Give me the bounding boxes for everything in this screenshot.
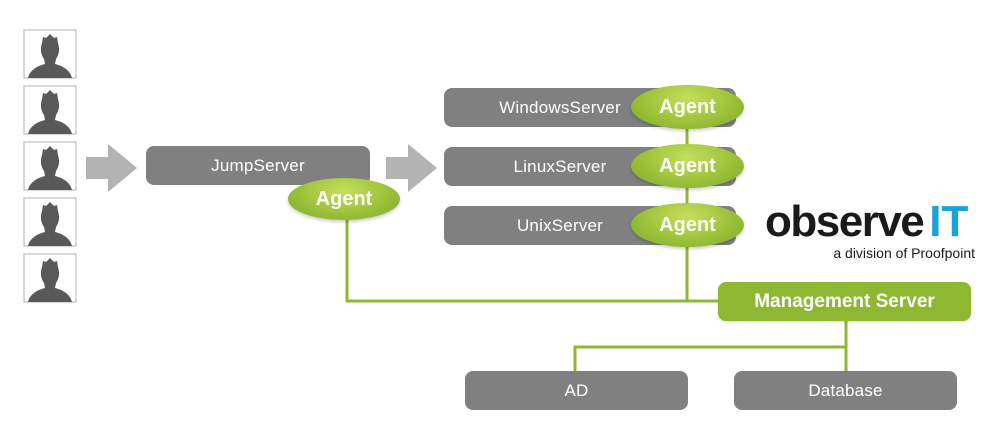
user-silhouette-icon xyxy=(23,253,77,303)
agent-label: Agent xyxy=(659,213,716,236)
database-label: Database xyxy=(808,380,883,400)
database-box: Database xyxy=(734,371,957,410)
jump-agent-to-management-line xyxy=(345,214,718,303)
ad-label: AD xyxy=(564,380,589,400)
unix-server-label: UnixServer xyxy=(516,215,604,235)
logo-main-text: observe xyxy=(765,197,925,246)
unix-server-agent: Agent xyxy=(631,203,744,247)
linux-server-label: LinuxServer xyxy=(513,156,607,176)
jump-server-box: JumpServer xyxy=(146,146,370,185)
user-silhouette-icon xyxy=(23,29,77,79)
jump-server-label: JumpServer xyxy=(211,155,305,175)
ad-box: AD xyxy=(465,371,688,410)
agent-label: Agent xyxy=(659,95,716,118)
user-silhouette-icon xyxy=(23,197,77,247)
logo-accent-text: IT xyxy=(929,197,969,246)
backend-branch-line xyxy=(573,345,848,371)
agent-label: Agent xyxy=(315,187,373,210)
linux-server-agent: Agent xyxy=(631,144,744,188)
windows-server-agent: Agent xyxy=(631,85,744,129)
user-silhouette-icon xyxy=(23,85,77,135)
arrow-jump-to-servers xyxy=(386,144,437,192)
logo-tagline: a division of Proofpoint xyxy=(833,245,975,261)
agent-label: Agent xyxy=(659,154,716,177)
arrow-users-to-jump xyxy=(86,144,137,192)
windows-server-label: WindowsServer xyxy=(499,97,621,117)
jump-server-agent: Agent xyxy=(288,178,400,220)
management-server-label: Management Server xyxy=(754,290,935,312)
management-server-box: Management Server xyxy=(718,282,971,321)
user-silhouette-icon xyxy=(23,141,77,191)
